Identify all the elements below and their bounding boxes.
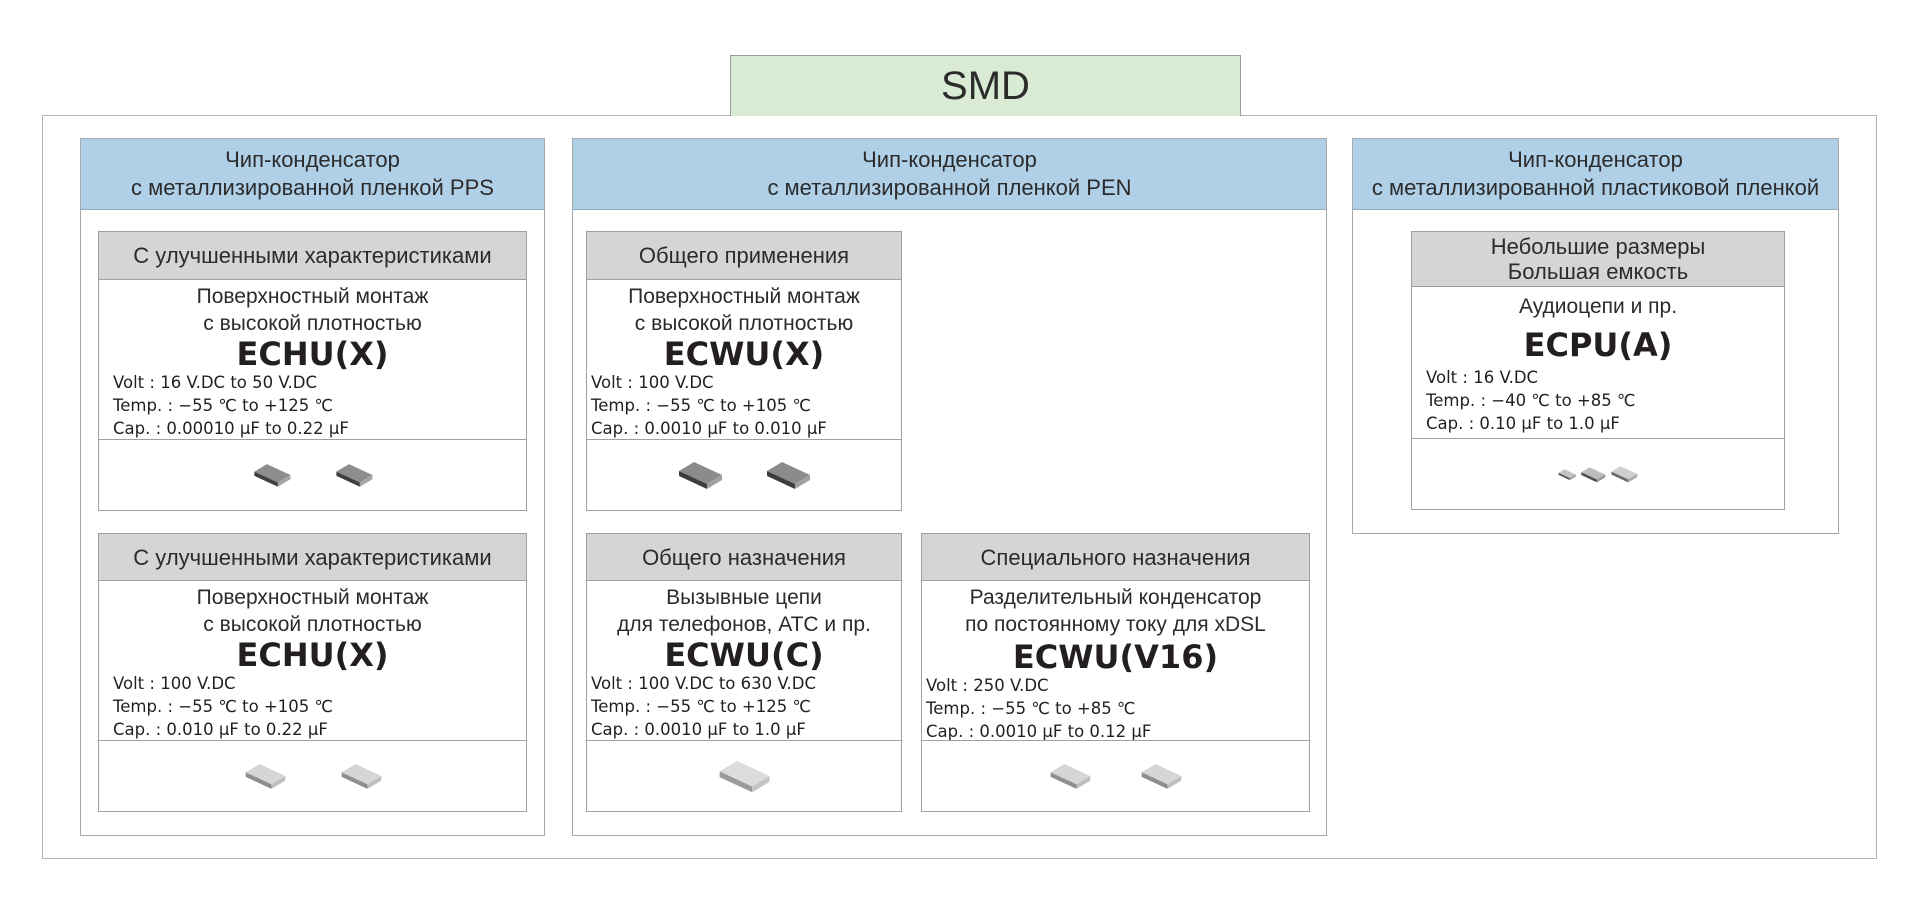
product-image-area xyxy=(587,740,901,811)
spec-line: Cap. : 0.0010 μF to 0.12 μF xyxy=(926,722,1152,741)
spec-line: Volt : 250 V.DC xyxy=(926,676,1049,695)
card-header: Общего назначения xyxy=(587,534,901,581)
card-body: Поверхностный монтаж с высокой плотность… xyxy=(99,280,526,440)
card-body: Разделительный конденсатор по постоянном… xyxy=(922,581,1309,743)
small-chip-icon xyxy=(1557,468,1577,481)
card-description-line: Поверхностный монтаж xyxy=(196,586,429,609)
spec-line: Cap. : 0.0010 μF to 1.0 μF xyxy=(591,720,806,739)
spec-line: Temp. : −55 ℃ to +125 ℃ xyxy=(113,396,334,415)
spec-line: Temp. : −40 ℃ to +85 ℃ xyxy=(1426,391,1636,410)
model-name: ECHU(X) xyxy=(236,636,389,674)
light-chip-icon xyxy=(338,761,384,791)
card-description-line: Поверхностный монтаж xyxy=(196,285,429,308)
model-name: ECWU(C) xyxy=(664,636,824,674)
card-description-line: для телефонов, АТС и пр. xyxy=(617,613,871,636)
spec-line: Temp. : −55 ℃ to +105 ℃ xyxy=(113,697,334,716)
card-header-line: Специального назначения xyxy=(980,544,1251,570)
card-header: С улучшенными характеристиками xyxy=(99,232,526,280)
product-image-area xyxy=(1412,438,1784,509)
spec-line: Volt : 100 V.DC xyxy=(591,373,714,392)
spec-line: Volt : 16 V.DC to 50 V.DC xyxy=(113,373,318,392)
card-description-line: с высокой плотностью xyxy=(203,613,422,636)
spec-line: Cap. : 0.010 μF to 0.22 μF xyxy=(113,720,328,739)
card-header-line: С улучшенными характеристиками xyxy=(133,544,492,570)
spec-line: Temp. : −55 ℃ to +125 ℃ xyxy=(591,697,812,716)
category-title-line: с металлизированной пластиковой пленкой xyxy=(1371,175,1820,200)
card-header: Общего применения xyxy=(587,232,901,280)
card-body: Поверхностный монтаж с высокой плотность… xyxy=(99,581,526,741)
card-header-line: Небольшие размеры xyxy=(1490,234,1706,259)
model-name: ECWU(V16) xyxy=(1012,638,1219,676)
card-body: Вызывные цепи для телефонов, АТС и пр. E… xyxy=(587,581,901,741)
dark-chip-icon xyxy=(333,462,375,488)
product-card-ecpua: Небольшие размеры Большая емкость Аудиоц… xyxy=(1411,231,1785,510)
card-header: Небольшие размеры Большая емкость xyxy=(1412,232,1784,287)
card-header: Специального назначения xyxy=(922,534,1309,581)
category-title-line: Чип-конденсатор xyxy=(862,147,1037,172)
spec-line: Temp. : −55 ℃ to +105 ℃ xyxy=(591,396,812,415)
model-name: ECWU(X) xyxy=(663,335,825,373)
category-plastic-film-header: Чип-конденсатор с металлизированной плас… xyxy=(1353,139,1838,210)
spec-line: Cap. : 0.00010 μF to 0.22 μF xyxy=(113,419,349,438)
card-header: С улучшенными характеристиками xyxy=(99,534,526,581)
category-title-line: с металлизированной пленкой PPS xyxy=(131,175,494,200)
smd-root-node: SMD xyxy=(730,55,1241,116)
category-title-line: с металлизированной пленкой PEN xyxy=(767,175,1132,200)
product-card-echux-2: С улучшенными характеристиками Поверхнос… xyxy=(98,533,527,812)
product-image-area xyxy=(99,740,526,811)
light-chip-icon xyxy=(242,761,288,791)
product-image-area xyxy=(99,439,526,510)
card-description-line: Поверхностный монтаж xyxy=(628,285,860,308)
small-chip-icon xyxy=(1579,466,1607,483)
card-header-line: Общего применения xyxy=(638,243,850,268)
dark-chip-icon xyxy=(251,462,293,488)
model-name: ECHU(X) xyxy=(236,335,389,373)
product-card-ecwux: Общего применения Поверхностный монтаж с… xyxy=(586,231,902,511)
card-description-line: с высокой плотностью xyxy=(203,312,422,335)
card-header-line: Большая емкость xyxy=(1507,259,1689,284)
spec-line: Temp. : −55 ℃ to +85 ℃ xyxy=(926,699,1136,718)
light-chip-icon xyxy=(715,756,773,796)
spec-line: Volt : 100 V.DC to 630 V.DC xyxy=(591,674,816,693)
card-header-line: С улучшенными характеристиками xyxy=(133,243,492,268)
category-title-line: Чип-конденсатор xyxy=(1508,147,1683,172)
card-description-line: Разделительный конденсатор xyxy=(969,586,1262,609)
spec-line: Volt : 16 V.DC xyxy=(1426,368,1539,387)
card-header-line: Общего назначения xyxy=(642,544,846,570)
card-body: Поверхностный монтаж с высокой плотность… xyxy=(587,280,901,440)
model-name: ECPU(A) xyxy=(1523,326,1673,364)
category-pps-header: Чип-конденсатор с металлизированной плен… xyxy=(81,139,544,210)
spec-line: Cap. : 0.0010 μF to 0.010 μF xyxy=(591,419,827,438)
product-card-ecwuv16: Специального назначения Разделительный к… xyxy=(921,533,1310,812)
card-description-line: Аудиоцепи и пр. xyxy=(1518,295,1678,318)
spec-line: Cap. : 0.10 μF to 1.0 μF xyxy=(1426,414,1620,433)
card-description-line: с высокой плотностью xyxy=(634,312,854,335)
category-title-line: Чип-конденсатор xyxy=(225,147,400,172)
product-card-echux-1: С улучшенными характеристиками Поверхнос… xyxy=(98,231,527,511)
dark-chip-icon xyxy=(675,459,725,491)
light-chip-icon xyxy=(1047,761,1093,791)
category-pen-header: Чип-конденсатор с металлизированной плен… xyxy=(573,139,1326,210)
card-description-line: по постоянному току для xDSL xyxy=(965,613,1266,636)
card-description-line: Вызывные цепи xyxy=(666,586,822,609)
light-chip-icon xyxy=(1138,761,1184,791)
product-image-area xyxy=(922,740,1309,811)
card-body: Аудиоцепи и пр. ECPU(A) Volt : 16 V.DC T… xyxy=(1412,287,1784,435)
smd-root-title: SMD xyxy=(941,63,1030,108)
dark-chip-icon xyxy=(763,459,813,491)
spec-line: Volt : 100 V.DC xyxy=(113,674,236,693)
product-image-area xyxy=(587,439,901,510)
product-card-ecwuc: Общего назначения Вызывные цепи для теле… xyxy=(586,533,902,812)
small-chip-icon xyxy=(1609,463,1639,485)
